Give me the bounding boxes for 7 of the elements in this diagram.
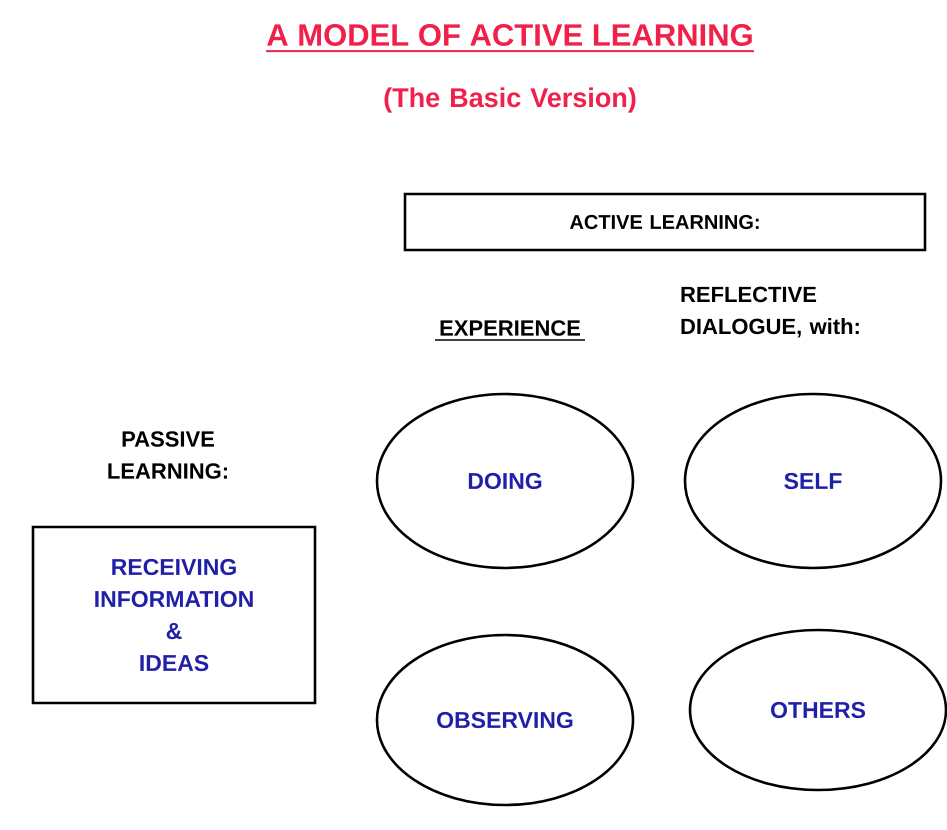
text-box: RECEIVING INFORMATION & IDEAS [32,526,316,704]
text-box: ACTIVE LEARNING: [404,192,926,252]
subtitle: (The Basic Version) [384,87,636,113]
title: A MODEL OF ACTIVE LEARNING [267,24,752,46]
column-heading: REFLECTIVE DIALOGUE, with: [681,286,859,338]
column-heading: EXPERIENCE [440,320,580,336]
section-heading: PASSIVE LEARNING: [108,431,227,479]
